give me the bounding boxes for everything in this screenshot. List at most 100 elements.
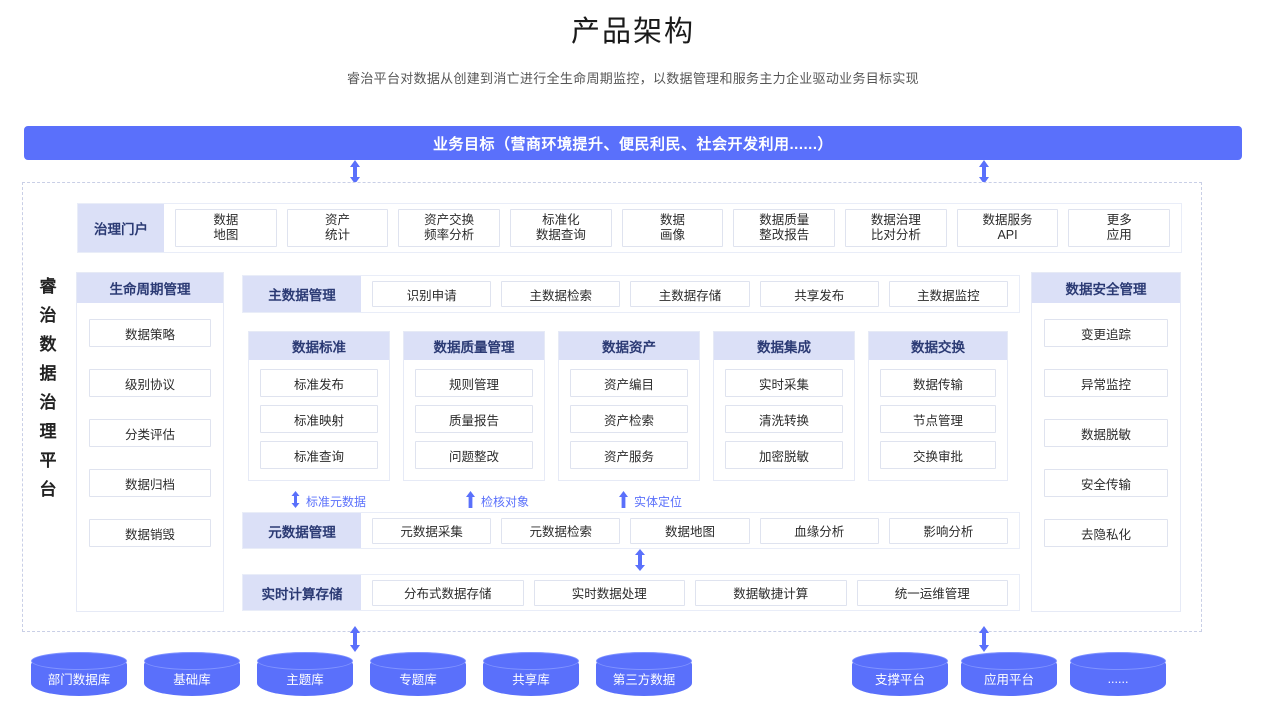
domain-1-item-2[interactable]: 问题整改 (415, 441, 533, 469)
domain-2-item-1[interactable]: 资产检索 (570, 405, 688, 433)
line: 数据服务 (982, 213, 1033, 227)
up-arrow-icon (618, 491, 629, 511)
annotation-label: 检核对象 (481, 494, 530, 509)
metadata-item-3[interactable]: 血缘分析 (759, 517, 879, 544)
portal-item-exchange-frequency[interactable]: 资产交换频率分析 (398, 209, 501, 247)
master-data-item-1[interactable]: 主数据检索 (501, 281, 621, 307)
double-arrow-icon-bottom-right (977, 626, 991, 652)
domain-2-item-0[interactable]: 资产编目 (570, 369, 688, 397)
security-item-2[interactable]: 数据脱敏 (1044, 419, 1168, 447)
realtime-item-1[interactable]: 实时数据处理 (533, 579, 685, 606)
lifecycle-item-1[interactable]: 级别协议 (89, 369, 211, 397)
line: API (997, 228, 1018, 242)
domain-3-item-1[interactable]: 清洗转换 (725, 405, 843, 433)
double-arrow-icon-bottom-left (348, 626, 362, 652)
domain-panel-data-quality: 数据质量管理 规则管理 质量报告 问题整改 (403, 331, 545, 481)
annotation-standard-metadata: 标准元数据 (290, 491, 366, 511)
double-arrow-icon-banner-left (348, 160, 362, 184)
business-goal-banner: 业务目标（营商环境提升、便民利民、社会开发利用......） (24, 126, 1242, 160)
brand-char: 数 (39, 335, 57, 354)
master-data-item-0[interactable]: 识别申请 (372, 281, 492, 307)
domain-items: 实时采集 清洗转换 加密脱敏 (714, 360, 854, 469)
database-label: 第三方数据 (612, 673, 676, 687)
lifecycle-item-0[interactable]: 数据策略 (89, 319, 211, 347)
up-arrow-icon (465, 491, 476, 511)
double-arrow-icon-metadata-realtime (633, 549, 647, 571)
line: 数据查询 (535, 228, 586, 242)
domain-items: 资产编目 资产检索 资产服务 (559, 360, 699, 469)
portal-item-governance-compare[interactable]: 数据治理比对分析 (845, 209, 947, 247)
domain-head-label: 数据资产 (559, 332, 699, 360)
line: 资产 (325, 213, 351, 227)
security-item-4[interactable]: 去隐私化 (1044, 519, 1168, 547)
metadata-items: 元数据采集 元数据检索 数据地图 血缘分析 影响分析 (361, 513, 1019, 548)
security-item-1[interactable]: 异常监控 (1044, 369, 1168, 397)
platform-cylinder-more[interactable]: ...... (1070, 652, 1166, 696)
domain-0-item-1[interactable]: 标准映射 (260, 405, 378, 433)
domain-3-item-2[interactable]: 加密脱敏 (725, 441, 843, 469)
realtime-item-3[interactable]: 统一运维管理 (856, 579, 1008, 606)
domain-4-item-0[interactable]: 数据传输 (880, 369, 996, 397)
domain-2-item-2[interactable]: 资产服务 (570, 441, 688, 469)
line: 比对分析 (870, 228, 921, 242)
realtime-compute-row: 实时计算存储 分布式数据存储 实时数据处理 数据敏捷计算 统一运维管理 (242, 574, 1020, 611)
database-cylinder-subject[interactable]: 主题库 (257, 652, 353, 696)
portal-items: 数据地图 资产统计 资产交换频率分析 标准化数据查询 数据画像 数据质量整改报告… (164, 204, 1181, 252)
master-data-head-label: 主数据管理 (243, 276, 361, 312)
database-cylinder-thirdparty[interactable]: 第三方数据 (596, 652, 692, 696)
lifecycle-item-3[interactable]: 数据归档 (89, 469, 211, 497)
database-label: 共享库 (512, 673, 550, 687)
lifecycle-panel: 生命周期管理 数据策略 级别协议 分类评估 数据归档 数据销毁 (76, 272, 224, 612)
lifecycle-item-2[interactable]: 分类评估 (89, 419, 211, 447)
database-cylinder-dept[interactable]: 部门数据库 (31, 652, 127, 696)
domain-panel-data-exchange: 数据交换 数据传输 节点管理 交换审批 (868, 331, 1008, 481)
security-item-3[interactable]: 安全传输 (1044, 469, 1168, 497)
metadata-item-0[interactable]: 元数据采集 (372, 517, 492, 544)
metadata-item-4[interactable]: 影响分析 (888, 517, 1009, 544)
line: 统计 (325, 228, 351, 242)
portal-item-quality-report[interactable]: 数据质量整改报告 (733, 209, 836, 247)
domain-4-item-1[interactable]: 节点管理 (880, 405, 996, 433)
domain-panel-data-integration: 数据集成 实时采集 清洗转换 加密脱敏 (713, 331, 855, 481)
security-item-0[interactable]: 变更追踪 (1044, 319, 1168, 347)
portal-item-asset-stats[interactable]: 资产统计 (286, 209, 389, 247)
brand-char: 治 (39, 393, 57, 412)
security-items: 变更追踪 异常监控 数据脱敏 安全传输 去隐私化 (1032, 303, 1180, 547)
portal-item-data-profile[interactable]: 数据画像 (621, 209, 724, 247)
database-label: 主题库 (286, 673, 324, 687)
realtime-item-2[interactable]: 数据敏捷计算 (695, 579, 847, 606)
domain-items: 标准发布 标准映射 标准查询 (249, 360, 389, 469)
portal-item-data-map[interactable]: 数据地图 (175, 209, 277, 247)
line: 更多 (1106, 213, 1132, 227)
platform-label: ...... (1107, 671, 1129, 686)
platform-brand-vertical: 睿 治 数 据 治 理 平 台 (34, 272, 62, 504)
master-data-item-4[interactable]: 主数据监控 (888, 281, 1009, 307)
brand-char: 睿 (39, 277, 57, 296)
master-data-item-2[interactable]: 主数据存储 (630, 281, 750, 307)
annotation-check-object: 检核对象 (465, 491, 529, 511)
database-cylinder-shared[interactable]: 共享库 (483, 652, 579, 696)
domain-head-label: 数据交换 (869, 332, 1007, 360)
domain-4-item-2[interactable]: 交换审批 (880, 441, 996, 469)
domain-0-item-0[interactable]: 标准发布 (260, 369, 378, 397)
double-arrow-icon-banner-right (977, 160, 991, 184)
lifecycle-item-4[interactable]: 数据销毁 (89, 519, 211, 547)
line: 数据治理 (870, 213, 921, 227)
platform-cylinder-support[interactable]: 支撑平台 (852, 652, 948, 696)
line: 数据质量 (759, 213, 810, 227)
portal-item-standard-query[interactable]: 标准化数据查询 (510, 209, 612, 247)
database-cylinder-basic[interactable]: 基础库 (144, 652, 240, 696)
master-data-item-3[interactable]: 共享发布 (759, 281, 879, 307)
domain-0-item-2[interactable]: 标准查询 (260, 441, 378, 469)
metadata-item-1[interactable]: 元数据检索 (501, 517, 621, 544)
domain-3-item-0[interactable]: 实时采集 (725, 369, 843, 397)
governance-portal-bar: 治理门户 数据地图 资产统计 资产交换频率分析 标准化数据查询 数据画像 数据质… (77, 203, 1182, 253)
database-cylinder-topic[interactable]: 专题库 (370, 652, 466, 696)
portal-item-more-apps[interactable]: 更多应用 (1068, 209, 1171, 247)
domain-1-item-1[interactable]: 质量报告 (415, 405, 533, 433)
realtime-item-0[interactable]: 分布式数据存储 (372, 579, 524, 606)
domain-1-item-0[interactable]: 规则管理 (415, 369, 533, 397)
metadata-item-2[interactable]: 数据地图 (630, 517, 750, 544)
platform-cylinder-application[interactable]: 应用平台 (961, 652, 1057, 696)
